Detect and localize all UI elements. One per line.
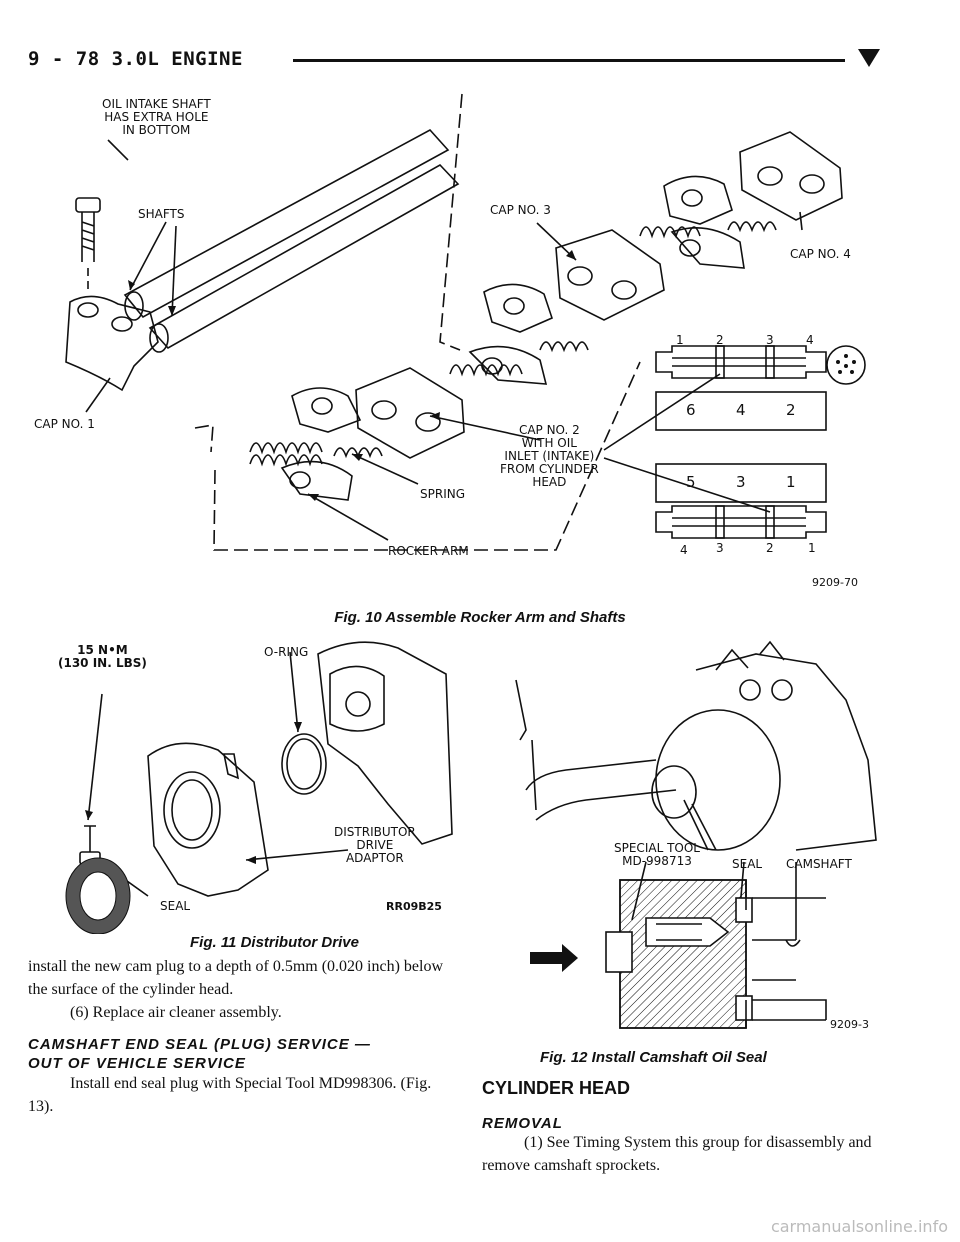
subsection-heading: REMOVAL xyxy=(482,1115,563,1132)
header-rule xyxy=(293,59,845,62)
body-paragraph: install the new cam plug to a depth of 0… xyxy=(28,958,444,998)
row2-cell-3: 1 xyxy=(786,473,796,491)
o-ring-label: O-RING xyxy=(264,645,309,659)
torque-label: 15 N•m (130 IN. LBS) xyxy=(58,643,147,670)
figure-10-caption: Fig. 10 Assemble Rocker Arm and Shafts xyxy=(334,609,626,626)
figure-code: 9209-70 xyxy=(812,576,858,589)
row2-cell-1: 5 xyxy=(686,473,696,491)
oil-intake-shaft-label: OIL INTAKE SHAFT HAS EXTRA HOLE IN BOTTO… xyxy=(102,97,211,137)
top-number-3: 3 xyxy=(766,333,774,347)
bottom-number-4: 4 xyxy=(680,543,688,557)
camshaft-label: CAMSHAFT xyxy=(786,857,852,871)
page-reference: 9 - 78 3.0L ENGINE xyxy=(28,48,243,70)
adaptor-label: DISTRIBUTOR DRIVE ADAPTOR xyxy=(334,825,416,865)
row1-cell-2: 4 xyxy=(736,401,746,419)
seal-label: SEAL xyxy=(732,857,763,871)
shafts-label: SHAFTS xyxy=(138,207,185,221)
body-paragraph: Install end seal plug with Special Tool … xyxy=(28,1075,432,1115)
row2-cell-2: 3 xyxy=(736,473,746,491)
triangle-icon xyxy=(858,49,880,67)
rocker-arm-label: ROCKER ARM xyxy=(388,544,469,558)
figure-12-caption: Fig. 12 Install Camshaft Oil Seal xyxy=(540,1049,767,1066)
bottom-number-3: 3 xyxy=(716,541,724,555)
bottom-number-2: 2 xyxy=(766,541,774,555)
seal-label: SEAL xyxy=(160,899,191,913)
section-heading: CAMSHAFT END SEAL (PLUG) SERVICE — OUT O… xyxy=(28,1036,371,1072)
top-number-4: 4 xyxy=(806,333,814,347)
body-paragraph: (1) See Timing System this group for dis… xyxy=(482,1134,872,1174)
figure-11-caption: Fig. 11 Distributor Drive xyxy=(190,934,359,951)
watermark: carmanualsonline.info xyxy=(770,1217,948,1236)
figure-code: RR09B25 xyxy=(386,900,442,913)
cap-no-1-label: CAP NO. 1 xyxy=(34,417,95,431)
camshaft-seal-illustration xyxy=(515,640,877,1029)
figure-11: 15 N•m (130 IN. LBS) O-RING DISTRIBUTOR … xyxy=(28,634,458,934)
section-heading: CYLINDER HEAD xyxy=(482,1078,631,1098)
page-header: 9 - 78 3.0L ENGINE xyxy=(28,44,880,72)
spring-label: SPRING xyxy=(420,487,466,501)
distributor-drive-illustration xyxy=(65,641,453,934)
cap-no-4-label: CAP NO. 4 xyxy=(790,247,851,261)
bottom-number-1: 1 xyxy=(808,541,816,555)
row1-cell-3: 2 xyxy=(786,401,796,419)
row1-cell-1: 6 xyxy=(686,401,696,419)
figure-10: OIL INTAKE SHAFT HAS EXTRA HOLE IN BOTTO… xyxy=(0,80,960,620)
special-tool-label: SPECIAL TOOL MD-998713 xyxy=(614,841,700,868)
figure-code: 9209-3 xyxy=(830,1018,869,1031)
figure-12: SPECIAL TOOL MD-998713 SEAL CAMSHAFT 920… xyxy=(496,640,896,1040)
top-number-1: 1 xyxy=(676,333,684,347)
top-number-2: 2 xyxy=(716,333,724,347)
body-paragraph: (6) Replace air cleaner assembly. xyxy=(70,1004,282,1021)
cap-no-2-label: CAP NO. 2 WITH OIL INLET (INTAKE) FROM C… xyxy=(500,423,599,489)
rocker-arm-illustration xyxy=(65,93,866,551)
cap-no-3-label: CAP NO. 3 xyxy=(490,203,551,217)
